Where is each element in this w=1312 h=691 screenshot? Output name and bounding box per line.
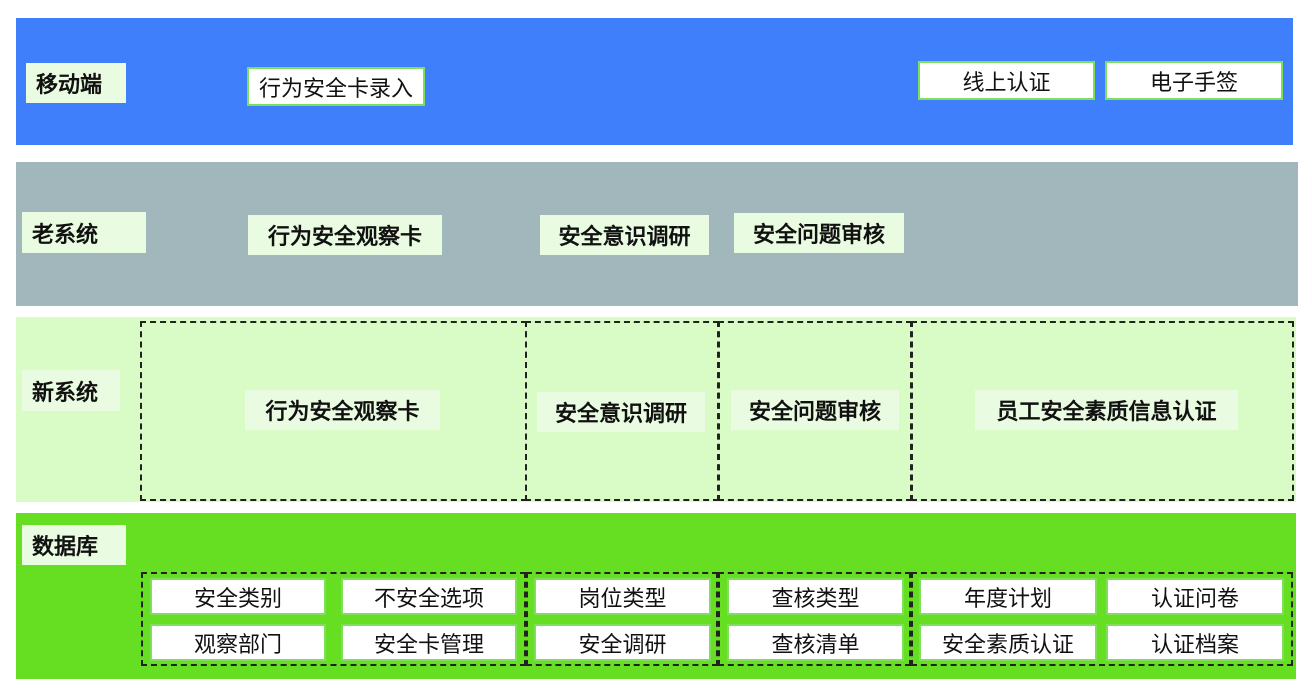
db-observation-group-frame bbox=[141, 572, 526, 666]
new-awareness-survey-box: 安全意识调研 bbox=[537, 392, 705, 432]
old-issue-audit-box: 安全问题审核 bbox=[734, 213, 904, 253]
db-post-type-box: 岗位类型 bbox=[534, 578, 711, 615]
new-observation-card-box: 行为安全观察卡 bbox=[245, 390, 440, 430]
db-annual-plan-box: 年度计划 bbox=[919, 578, 1097, 615]
e-sign-box: 电子手签 bbox=[1105, 61, 1283, 100]
db-audit-group-frame bbox=[718, 572, 911, 666]
behavior-card-entry-box: 行为安全卡录入 bbox=[247, 67, 425, 106]
db-cert-group-frame bbox=[911, 572, 1293, 666]
new-issue-audit-box: 安全问题审核 bbox=[731, 390, 899, 430]
db-observed-dept-box: 观察部门 bbox=[150, 624, 326, 661]
old-system-layer-label: 老系统 bbox=[22, 212, 146, 253]
db-survey-group-frame bbox=[526, 572, 718, 666]
mobile-layer-label: 移动端 bbox=[26, 63, 126, 103]
online-auth-box: 线上认证 bbox=[918, 61, 1095, 100]
new-system-layer-label: 新系统 bbox=[22, 370, 120, 411]
db-audit-type-box: 查核类型 bbox=[727, 578, 904, 615]
mobile-layer-band bbox=[16, 18, 1293, 145]
old-observation-card-box: 行为安全观察卡 bbox=[248, 215, 442, 255]
database-layer-label: 数据库 bbox=[22, 525, 126, 565]
db-safety-category-box: 安全类别 bbox=[150, 578, 326, 615]
db-cert-archive-box: 认证档案 bbox=[1106, 624, 1284, 661]
db-unsafe-option-box: 不安全选项 bbox=[341, 578, 517, 615]
db-safety-survey-box: 安全调研 bbox=[534, 624, 711, 661]
db-quality-cert-box: 安全素质认证 bbox=[919, 624, 1097, 661]
db-card-management-box: 安全卡管理 bbox=[341, 624, 517, 661]
db-audit-checklist-box: 查核清单 bbox=[727, 624, 904, 661]
old-awareness-survey-box: 安全意识调研 bbox=[540, 215, 709, 255]
db-cert-questionnaire-box: 认证问卷 bbox=[1106, 578, 1284, 615]
new-quality-cert-box: 员工安全素质信息认证 bbox=[975, 390, 1238, 430]
new-cert-module-frame bbox=[911, 321, 1294, 501]
